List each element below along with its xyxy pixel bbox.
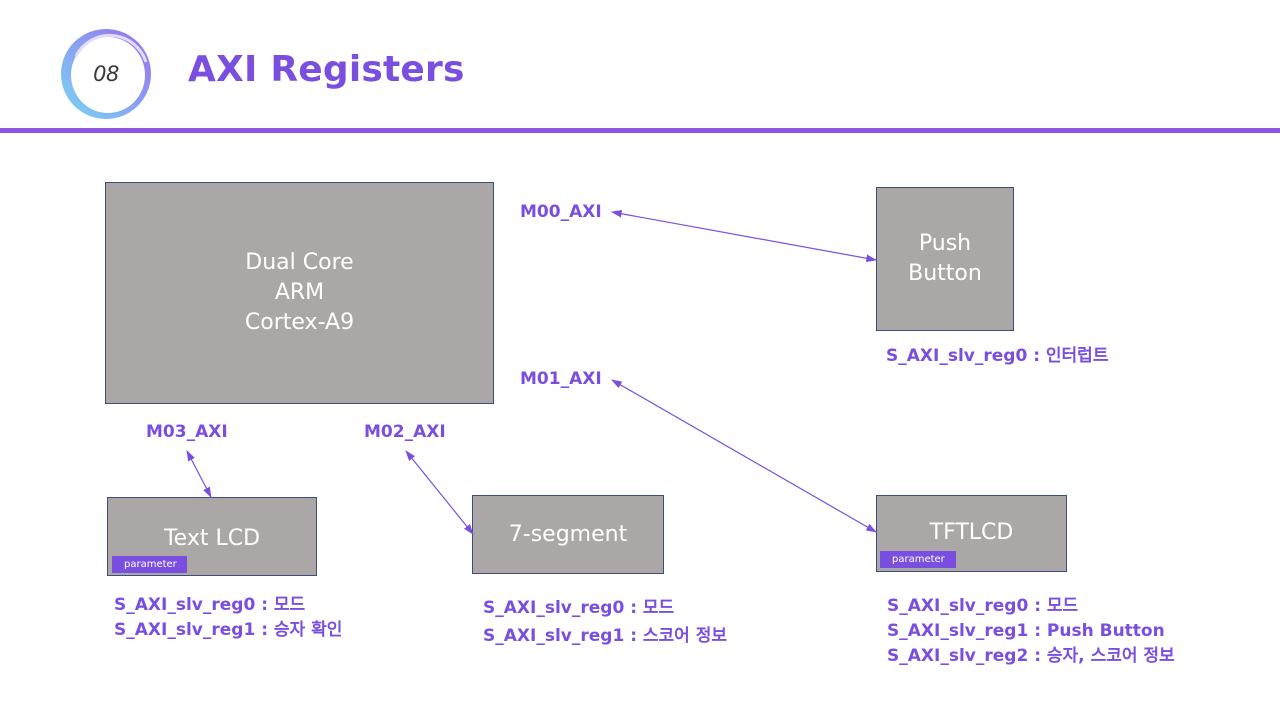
seven-segment-label: 7-segment bbox=[508, 521, 628, 547]
text-lcd-parameter-tag: parameter bbox=[112, 556, 187, 573]
tftlcd-box: TFTLCD parameter bbox=[876, 495, 1067, 572]
arrow-m03-text-lcd bbox=[186, 450, 212, 498]
push-button-label: Push Button bbox=[908, 231, 982, 286]
tftlcd-parameter-tag: parameter bbox=[880, 551, 956, 568]
arrow-m02-seven-segment bbox=[405, 450, 474, 535]
arrow-m01-tftlcd bbox=[611, 379, 877, 533]
arm-processor-box: Dual Core ARM Cortex-A9 bbox=[105, 182, 494, 404]
header-divider bbox=[0, 128, 1280, 133]
tftlcd-label: TFTLCD bbox=[929, 519, 1014, 545]
port-m02-axi: M02_AXI bbox=[364, 422, 446, 442]
port-m03-axi: M03_AXI bbox=[146, 422, 228, 442]
push-button-box: Push Button bbox=[876, 187, 1014, 331]
push-button-registers: S_AXI_slv_reg0 : 인터럽트 bbox=[886, 344, 1108, 369]
slide-number: 08 bbox=[93, 62, 119, 86]
arm-processor-label: Dual Core ARM Cortex-A9 bbox=[244, 250, 355, 335]
text-lcd-registers: S_AXI_slv_reg0 : 모드 S_AXI_slv_reg1 : 승자 … bbox=[114, 593, 342, 643]
text-lcd-box: Text LCD parameter bbox=[107, 497, 317, 576]
text-lcd-label: Text LCD bbox=[163, 525, 261, 551]
register-line: S_AXI_slv_reg2 : 승자, 스코어 정보 bbox=[887, 646, 1175, 666]
register-line: S_AXI_slv_reg0 : 모드 bbox=[483, 598, 675, 618]
tftlcd-registers: S_AXI_slv_reg0 : 모드 S_AXI_slv_reg1 : Pus… bbox=[887, 594, 1175, 669]
port-m01-axi: M01_AXI bbox=[520, 369, 602, 389]
register-line: S_AXI_slv_reg1 : Push Button bbox=[887, 621, 1165, 641]
ring-icon bbox=[61, 29, 151, 119]
arrow-m00-push-button bbox=[610, 210, 878, 262]
register-line: S_AXI_slv_reg0 : 모드 bbox=[887, 596, 1079, 616]
register-line: S_AXI_slv_reg0 : 인터럽트 bbox=[886, 346, 1109, 366]
seven-segment-registers: S_AXI_slv_reg0 : 모드 S_AXI_slv_reg1 : 스코어… bbox=[483, 596, 727, 649]
register-line: S_AXI_slv_reg0 : 모드 bbox=[114, 595, 306, 615]
slide-number-badge: 08 bbox=[58, 26, 154, 122]
register-line: S_AXI_slv_reg1 : 승자 확인 bbox=[114, 620, 343, 640]
port-m00-axi: M00_AXI bbox=[520, 202, 602, 222]
register-line: S_AXI_slv_reg1 : 스코어 정보 bbox=[483, 626, 728, 646]
page-title: AXI Registers bbox=[188, 49, 465, 90]
